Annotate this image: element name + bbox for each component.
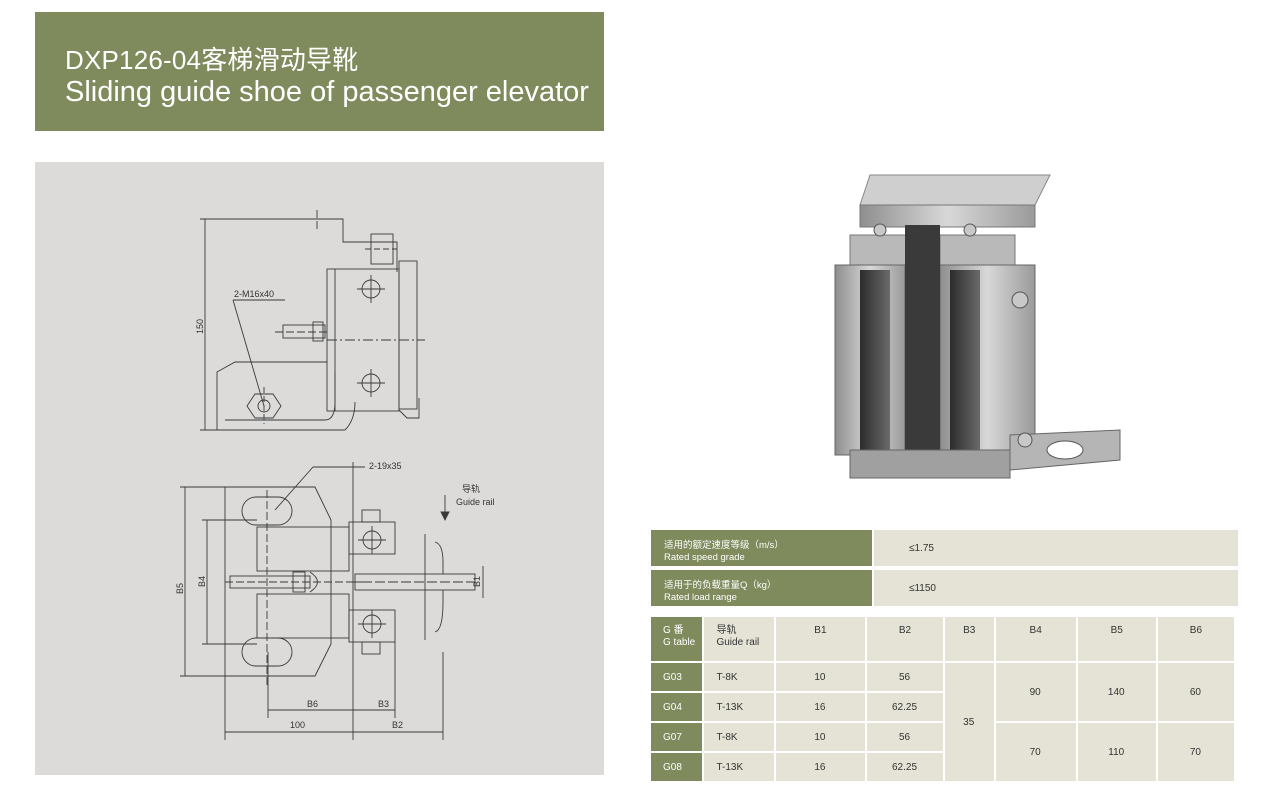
rail-label-cn: 导轨 (462, 483, 480, 494)
table-row: G03 T-8K 10 56 35 90 140 60 (651, 663, 1234, 781)
spec-label-speed: 适用的额定速度等级（m/s） Rated speed grade (651, 530, 872, 566)
cell-rail: T-13K (704, 693, 774, 721)
table-row: G07 T-8K 10 56 70 110 70 (651, 723, 1234, 781)
table-row: G08 T-13K 16 62.25 (651, 753, 1234, 781)
header-b2: B2 (867, 617, 943, 661)
cell-b5: 110 (1077, 723, 1156, 781)
spec-label-load: 适用于的负载重量Q（kg） Rated load range (651, 570, 872, 606)
dim-150: 150 (195, 319, 205, 334)
cell-b1: 10 (775, 723, 866, 751)
technical-drawing: 150 (35, 162, 604, 775)
header-b5: B5 (1077, 617, 1156, 661)
plan-view: B5 B4 (175, 461, 495, 740)
cell-rail: T-8K (704, 663, 774, 691)
title-english: Sliding guide shoe of passenger elevator (65, 76, 589, 108)
header-b6: B6 (1157, 617, 1234, 661)
dim-b2: B2 (392, 720, 403, 730)
dim-b5: B5 (175, 583, 185, 594)
cell-b6: 70 (1157, 723, 1234, 781)
cell-b2: 62.25 (867, 753, 943, 781)
header-b3: B3 (944, 617, 994, 661)
dim-b4: B4 (197, 576, 207, 587)
cell-b6: 60 (1157, 663, 1234, 721)
title-chinese: DXP126-04客梯滑动导靴 (65, 45, 359, 75)
spec-label-load-cn: 适用于的负载重量Q（kg） (664, 580, 777, 591)
spec-label-load-en: Rated load range (664, 592, 737, 603)
product-photo (834, 174, 1121, 479)
cell-b2: 62.25 (867, 693, 943, 721)
cell-b3: 35 (944, 663, 994, 781)
bolt-label: 2-M16x40 (234, 289, 274, 299)
header-b4: B4 (995, 617, 1076, 661)
spec-row-speed: 适用的额定速度等级（m/s） Rated speed grade ≤1.75 (651, 530, 1238, 566)
header-b1: B1 (775, 617, 866, 661)
cell-b1: 10 (775, 663, 866, 691)
cell-g: G08 (651, 753, 703, 781)
cell-b2: 56 (867, 663, 943, 691)
cell-rail: T-13K (704, 753, 774, 781)
dim-b6: B6 (307, 699, 318, 709)
spec-label-speed-en: Rated speed grade (664, 552, 745, 563)
drawing-svg: 150 (175, 210, 495, 740)
spec-label-speed-cn: 适用的额定速度等级（m/s） (664, 540, 784, 551)
cell-b4: 90 (995, 663, 1076, 721)
cell-b5: 140 (1077, 663, 1156, 721)
cell-b2: 56 (867, 723, 943, 751)
cell-b1: 16 (775, 753, 866, 781)
side-view: 150 (195, 210, 425, 431)
dim-100: 100 (290, 720, 305, 730)
spec-table: 适用的额定速度等级（m/s） Rated speed grade ≤1.75 适… (651, 530, 1238, 610)
cell-g: G03 (651, 663, 703, 691)
spec-row-load: 适用于的负载重量Q（kg） Rated load range ≤1150 (651, 570, 1238, 606)
rail-label-en: Guide rail (456, 497, 495, 507)
spec-value-speed: ≤1.75 (874, 530, 1238, 566)
cell-rail: T-8K (704, 723, 774, 751)
cell-g: G07 (651, 723, 703, 751)
title-banner: DXP126-04客梯滑动导靴 Sliding guide shoe of pa… (35, 12, 604, 131)
slot-label: 2-19x35 (369, 461, 402, 471)
table-row: G04 T-13K 16 62.25 (651, 693, 1234, 721)
dim-b3: B3 (378, 699, 389, 709)
spec-value-load: ≤1150 (874, 570, 1238, 606)
cell-b4: 70 (995, 723, 1076, 781)
cell-b1: 16 (775, 693, 866, 721)
cell-g: G04 (651, 693, 703, 721)
dim-b1: B1 (472, 576, 482, 587)
